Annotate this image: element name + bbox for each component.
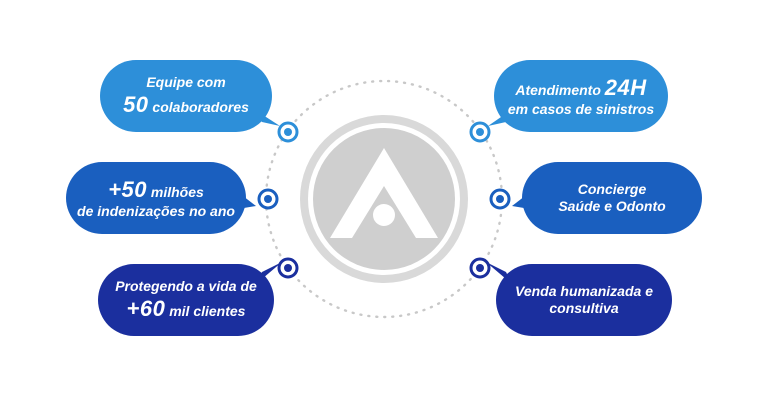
bubble-line: 50 colaboradores (123, 91, 249, 119)
bubble-text: Venda humanizada e (515, 282, 653, 299)
bubble-line: +50 milhões (108, 176, 204, 204)
target-icon (257, 188, 279, 210)
bubble-text: milhões (147, 183, 204, 200)
bubble-team: Equipe com 50 colaboradores (100, 60, 272, 132)
bubble-line: Atendimento 24H (515, 74, 646, 102)
target-icon (277, 257, 299, 279)
bubble-text: Atendimento (515, 81, 605, 98)
bubble-line: de indenizações no ano (77, 203, 235, 221)
bubble-text: em casos de sinistros (507, 101, 655, 117)
bubble-text: Protegendo a vida de (115, 277, 257, 294)
bubble-clients: Protegendo a vida de +60 mil clientes (98, 264, 274, 336)
target-icon (469, 121, 491, 143)
bubble-highlight: +50 (108, 176, 148, 202)
bubble-concierge: Concierge Saúde e Odonto (522, 162, 702, 234)
bubble-text: Equipe com (146, 73, 226, 90)
target-icon (277, 121, 299, 143)
bubble-line: consultiva (549, 300, 618, 318)
bubble-line: Concierge (578, 181, 646, 199)
bubble-line: Protegendo a vida de (115, 278, 257, 296)
a-logo-icon (330, 148, 438, 238)
bubble-text: consultiva (549, 300, 619, 316)
bubble-highlight: +60 (126, 296, 166, 321)
target-icon (489, 188, 511, 210)
bubble-text: Saúde e Odonto (558, 198, 666, 214)
bubble-line: Equipe com (146, 74, 225, 92)
bubble-highlight: 50 (123, 92, 149, 117)
bubble-highlight: 24H (604, 74, 647, 100)
bubble-line: Venda humanizada e (515, 283, 653, 301)
bubble-text: Concierge (577, 180, 647, 197)
bubble-line: +60 mil clientes (127, 295, 246, 323)
bubble-sales: Venda humanizada e consultiva (496, 264, 672, 336)
bubble-line: Saúde e Odonto (558, 198, 665, 216)
target-icon (469, 257, 491, 279)
bubble-text: de indenizações no ano (77, 203, 235, 219)
bubble-line: em casos de sinistros (508, 101, 654, 119)
bubble-24h-service: Atendimento 24H em casos de sinistros (494, 60, 668, 132)
bubble-text: mil clientes (165, 303, 246, 319)
bubble-indemnities: +50 milhões de indenizações no ano (66, 162, 246, 234)
bubble-text: colaboradores (148, 99, 249, 115)
